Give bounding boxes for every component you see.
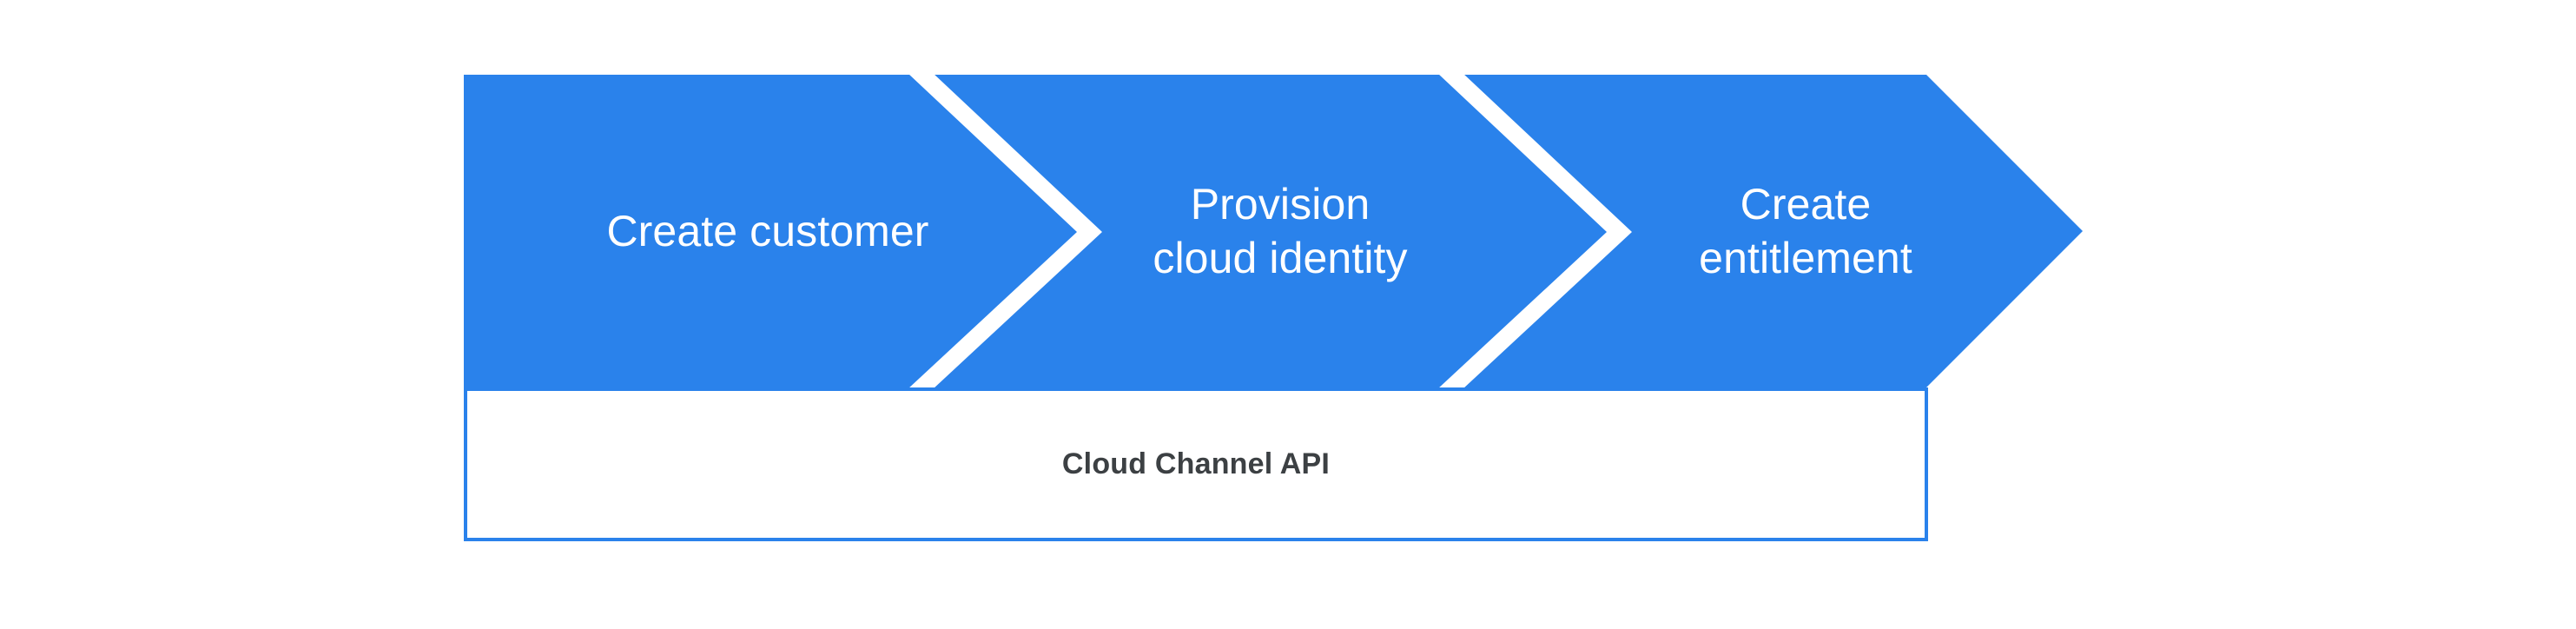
cloud-channel-api-label: Cloud Channel API <box>1061 447 1331 480</box>
flow-band-shape <box>464 75 2083 387</box>
cloud-channel-api-bar: Cloud Channel API <box>464 387 1928 541</box>
process-flow-band: Create customer Provision cloud identity… <box>464 75 2083 387</box>
band-body-and-arrowhead <box>464 75 2083 387</box>
